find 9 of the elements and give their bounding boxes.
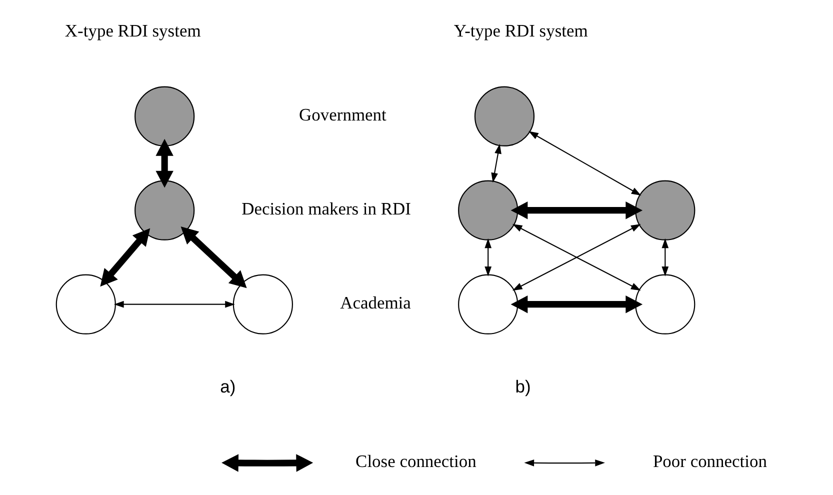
label: X-type RDI system [64, 20, 201, 40]
label: a) [220, 376, 236, 397]
label: Y-type RDI system [454, 20, 588, 40]
label: Decision makers in RDI [242, 198, 411, 218]
legend-label: Poor connection [652, 450, 767, 471]
legend-label: Close connection [356, 450, 476, 471]
label: Academia [340, 292, 411, 312]
label: Government [299, 104, 386, 124]
label: b) [515, 376, 531, 397]
